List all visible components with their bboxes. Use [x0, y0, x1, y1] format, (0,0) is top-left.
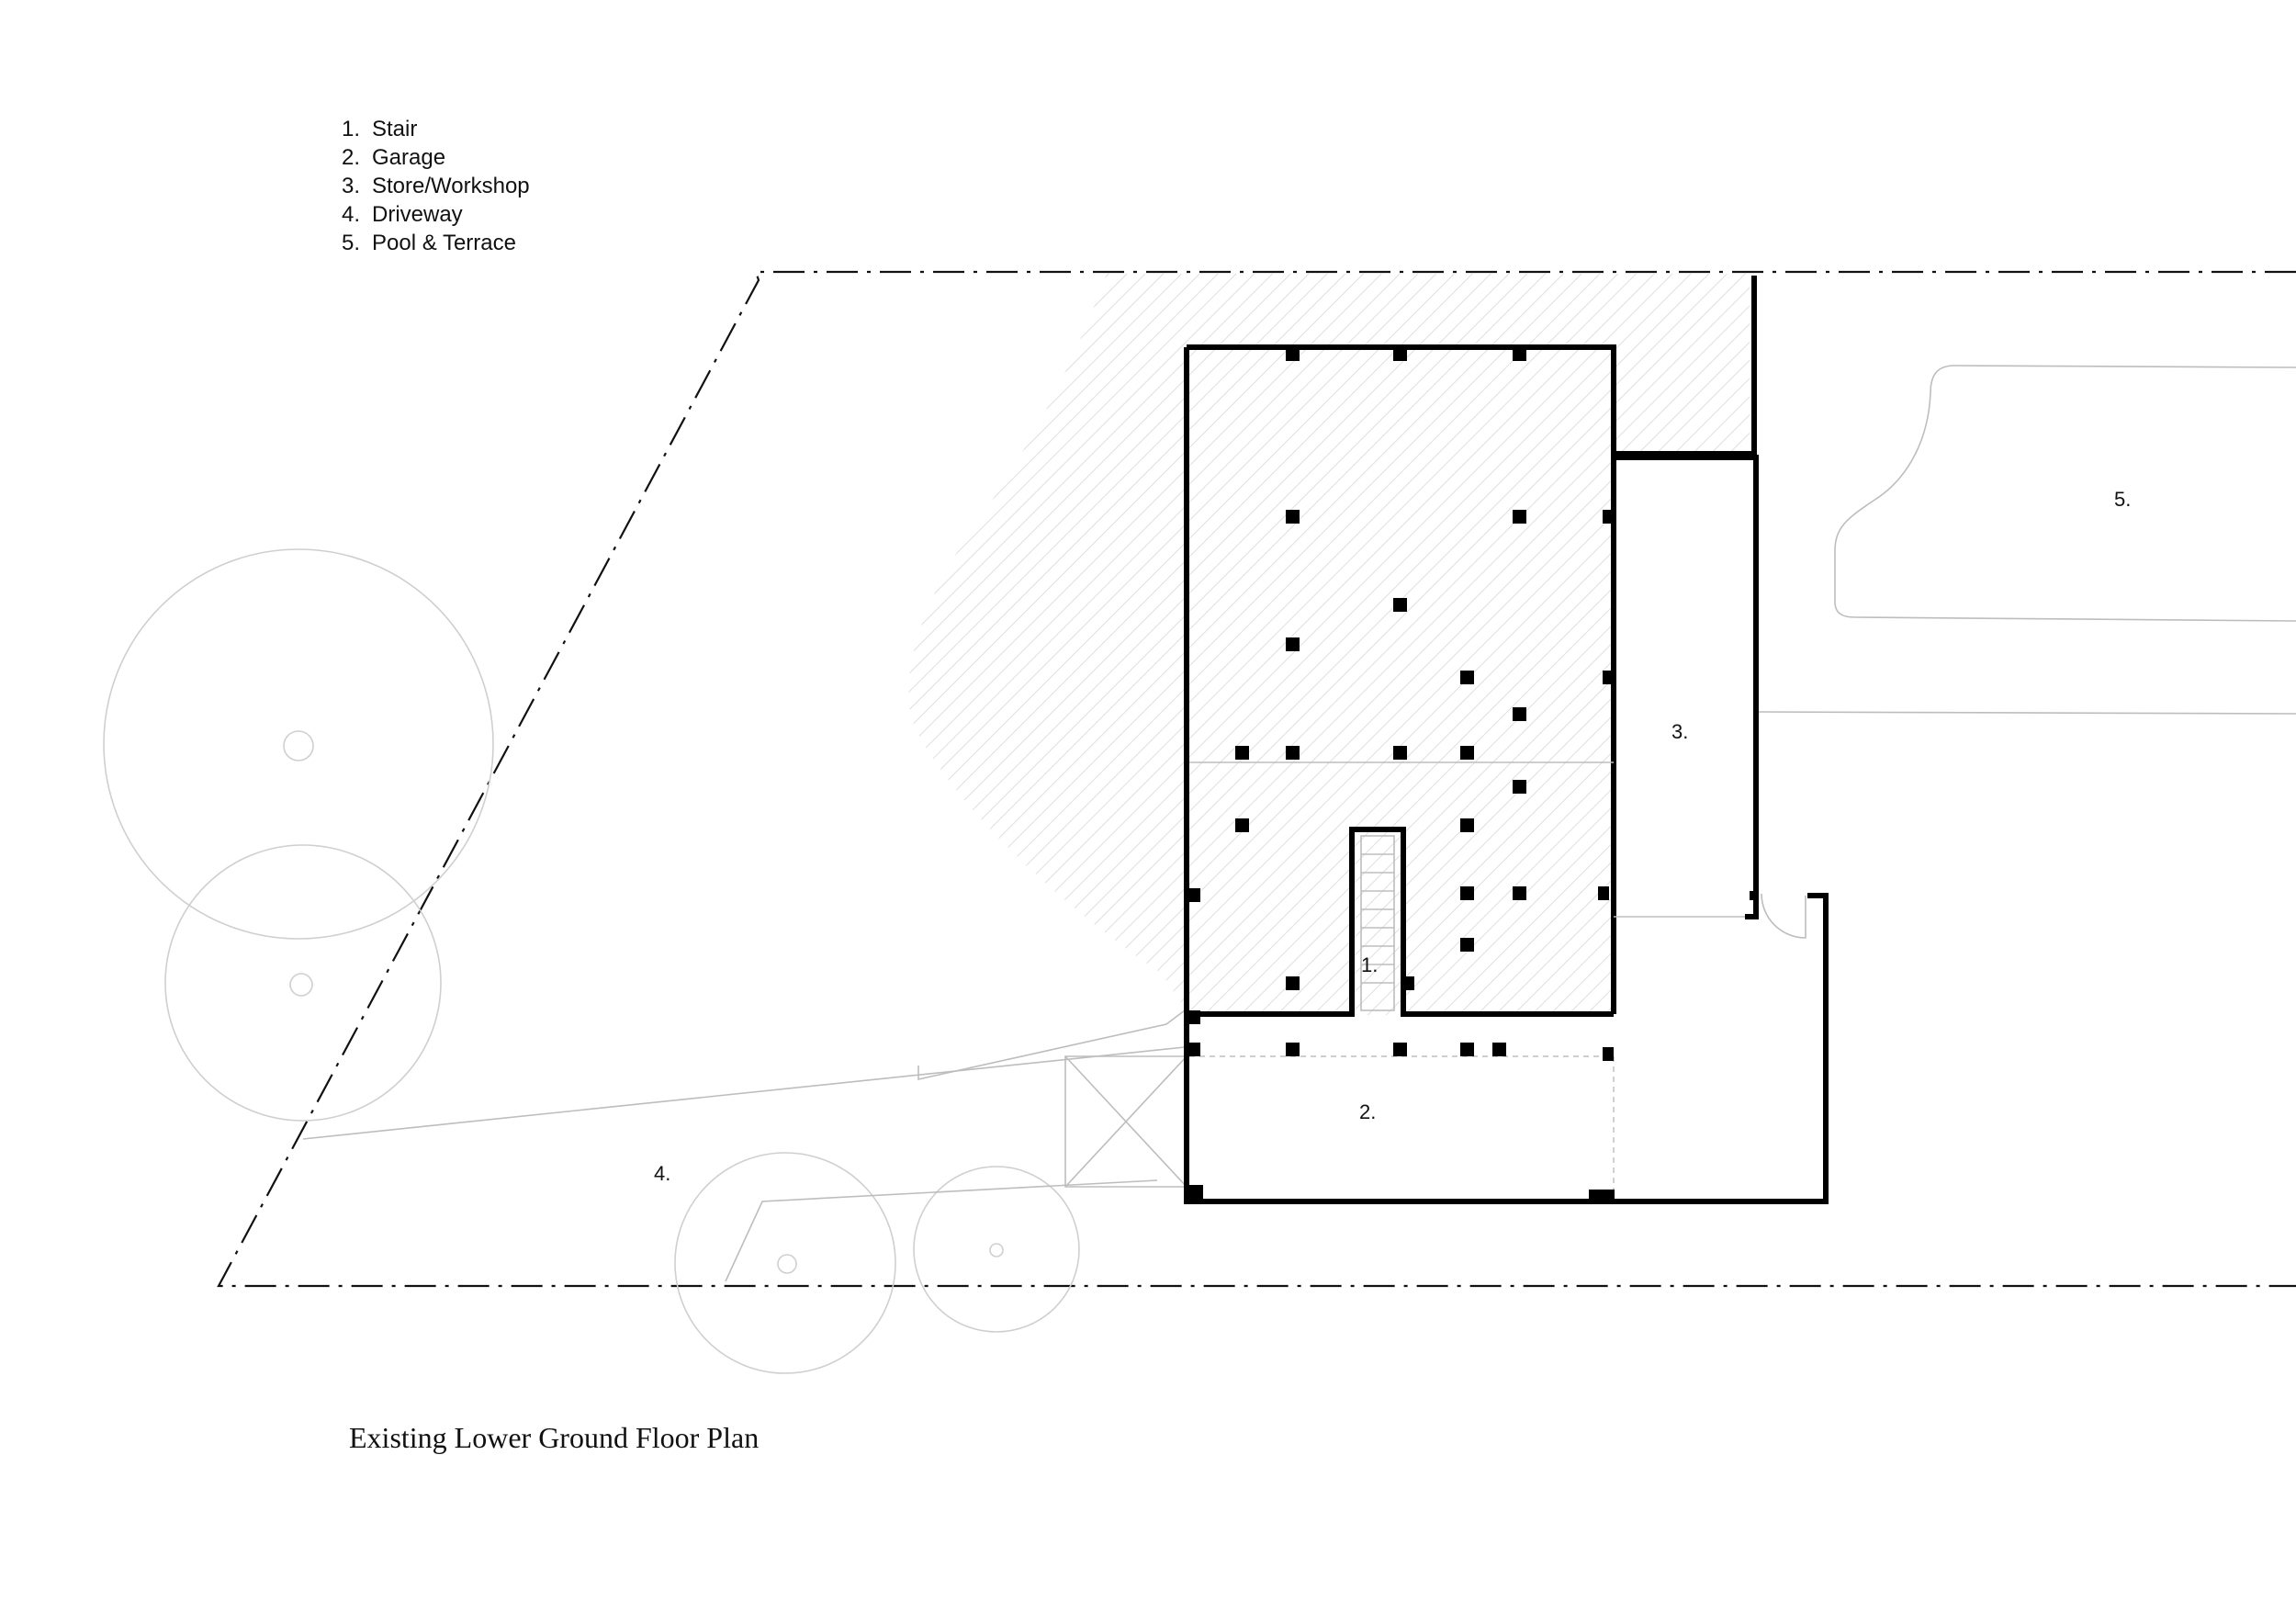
column — [1393, 598, 1407, 612]
column — [1286, 1043, 1300, 1056]
driveway-edge-lower — [725, 1179, 1158, 1282]
column — [1286, 976, 1300, 990]
room-labels: 1. 2. 3. 4. 5. — [654, 488, 2131, 1185]
legend-item-3-label: Store/Workshop — [372, 174, 530, 198]
label-driveway: 4. — [654, 1162, 670, 1185]
plan-caption: Existing Lower Ground Floor Plan — [349, 1421, 759, 1454]
column — [1393, 1043, 1407, 1056]
column — [1286, 637, 1300, 651]
column — [1460, 746, 1474, 760]
legend-item-5-num: 5. — [342, 231, 360, 255]
door-swing — [1761, 893, 1806, 939]
trees — [103, 548, 1080, 1374]
site-boundary — [217, 270, 2296, 1288]
driveway-edge-upper — [302, 1046, 1186, 1140]
driveway-lines — [302, 1009, 1187, 1282]
legend-item-2-label: Garage — [372, 145, 445, 170]
column — [1460, 671, 1474, 684]
column — [1513, 707, 1526, 721]
columns — [1189, 347, 1759, 1201]
label-garage: 2. — [1359, 1100, 1376, 1123]
label-store: 3. — [1671, 720, 1688, 743]
column — [1189, 1010, 1200, 1024]
legend-item-1-num: 1. — [342, 117, 360, 141]
column — [1513, 347, 1526, 361]
label-stair: 1. — [1361, 953, 1378, 976]
tree-trunk — [283, 730, 314, 761]
column — [1460, 1043, 1474, 1056]
column — [1492, 1043, 1506, 1056]
terrace-edge — [1755, 711, 2296, 715]
tree-canopy — [164, 844, 442, 1122]
column — [1403, 976, 1414, 990]
stair-flight — [1360, 835, 1395, 1011]
column — [1750, 891, 1759, 900]
tree-canopy — [103, 548, 494, 940]
column — [1189, 1185, 1203, 1199]
carport-cross-b — [1064, 1055, 1187, 1188]
column — [1598, 886, 1609, 900]
column — [1460, 886, 1474, 900]
tree-trunk — [289, 973, 313, 997]
tree-trunk — [777, 1254, 797, 1274]
column — [1189, 888, 1200, 902]
column — [1460, 938, 1474, 952]
main-block-west-wall — [1184, 347, 1829, 1204]
store-outline — [1614, 455, 1759, 919]
legend: 1. Stair 2. Garage 3. Store/Workshop 4. … — [342, 117, 530, 255]
retaining-wall — [1614, 276, 1757, 457]
column — [1286, 347, 1300, 361]
column — [1393, 347, 1407, 361]
column — [1460, 818, 1474, 832]
column — [1235, 746, 1249, 760]
tree-canopy — [674, 1152, 896, 1374]
legend-item-3-num: 3. — [342, 174, 360, 198]
hatched-ground-area — [908, 274, 1750, 1015]
column — [1189, 1043, 1200, 1056]
driveway-ramp — [917, 1009, 1186, 1080]
column — [1513, 886, 1526, 900]
legend-item-4-label: Driveway — [372, 202, 463, 227]
column — [1603, 1047, 1614, 1061]
building-walls — [1184, 276, 1829, 1204]
column — [1235, 818, 1249, 832]
column — [1603, 510, 1614, 524]
column — [1286, 510, 1300, 524]
stair-treads — [1360, 835, 1395, 1011]
column — [1513, 780, 1526, 794]
column — [1393, 746, 1407, 760]
label-pool: 5. — [2114, 488, 2131, 511]
tree-trunk — [989, 1243, 1004, 1257]
main-block-outline — [1187, 344, 1616, 1014]
pool-outline — [1834, 365, 2296, 622]
legend-item-4-num: 4. — [342, 202, 360, 227]
stair-wall — [1187, 827, 1614, 1017]
column — [1286, 746, 1300, 760]
legend-item-2-num: 2. — [342, 145, 360, 170]
column — [1603, 671, 1614, 684]
legend-item-1-label: Stair — [372, 117, 417, 141]
column — [1513, 510, 1526, 524]
column — [1589, 1190, 1615, 1201]
stair-tread-lines — [1361, 853, 1394, 984]
tree-canopy — [913, 1166, 1080, 1333]
legend-item-5-label: Pool & Terrace — [372, 231, 516, 255]
